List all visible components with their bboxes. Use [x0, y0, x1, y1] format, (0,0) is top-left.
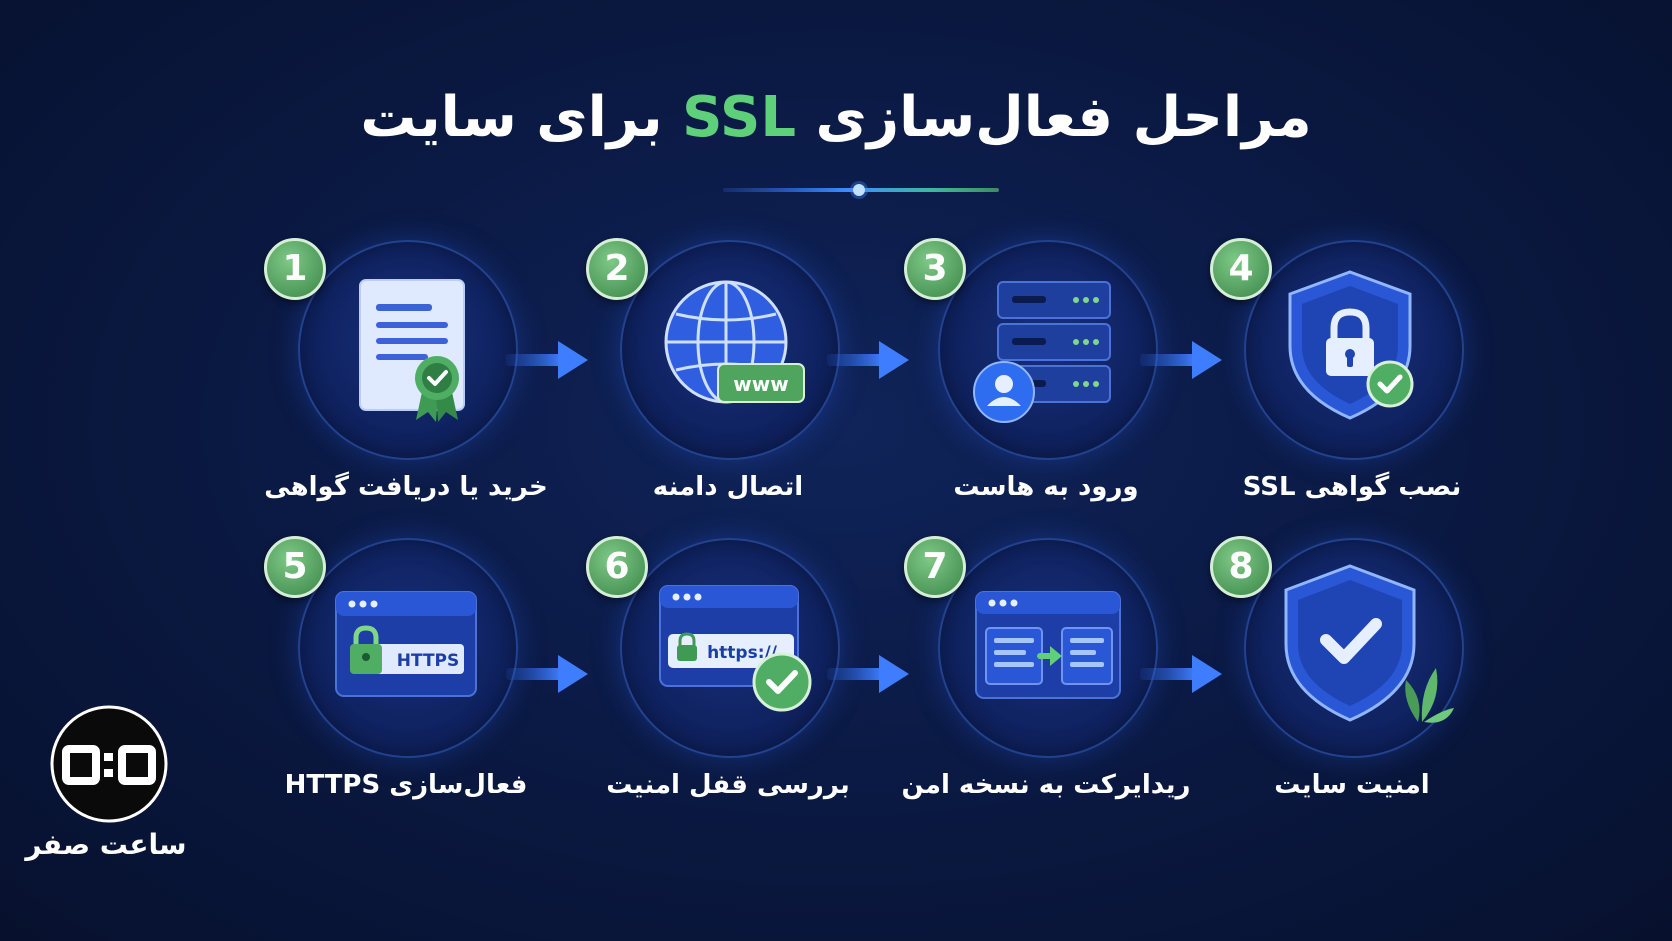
shield-check-icon: [1284, 564, 1454, 723]
title-before: مراحل فعال‌سازی: [815, 85, 1312, 150]
step-3: 3 ورود به هاست: [890, 238, 1190, 540]
step-7-circle: [938, 538, 1158, 758]
step-6-circle: https://: [620, 538, 840, 758]
step-1-number: 1: [264, 238, 326, 300]
globe-www-icon: www: [664, 280, 805, 404]
step-8-circle: [1244, 538, 1464, 758]
step-8: 8 امنیت سایت: [1196, 536, 1496, 838]
shield-lock-icon: [1288, 270, 1414, 420]
arrow-icon-6-7: [827, 655, 909, 693]
step-6: https:// 6 بررسی قفل امنیت: [572, 536, 872, 838]
step-5: HTTPS 5 فعال‌سازی HTTPS: [250, 536, 550, 838]
step-7: 7 ریدایرکت به نسخه امن: [890, 536, 1191, 838]
arrow-icon-5-6: [506, 655, 588, 693]
step-5-label: فعال‌سازی HTTPS: [284, 770, 528, 800]
step-1: 1 خرید یا دریافت گواهی: [250, 238, 550, 540]
step-7-number: 7: [904, 536, 966, 598]
server-user-icon: [973, 281, 1111, 423]
title-highlight: SSL: [682, 85, 797, 150]
step-3-number: 3: [904, 238, 966, 300]
step-8-label: امنیت سایت: [1274, 770, 1430, 800]
arrow-icon-3-4: [1140, 341, 1222, 379]
step-4: 4 نصب گواهی SSL: [1196, 238, 1496, 540]
https-text: HTTPS: [397, 651, 460, 671]
address-text: https://: [707, 643, 778, 663]
title-divider: [723, 181, 999, 199]
arrow-icon-1-2: [506, 341, 588, 379]
step-2-circle: www: [620, 240, 840, 460]
www-text: www: [733, 372, 788, 396]
title-after: برای سایت: [360, 85, 663, 150]
step-2: www 2 اتصال دامنه: [572, 238, 872, 540]
leaf-icon: [1421, 668, 1438, 722]
arrow-icon-7-8: [1140, 655, 1222, 693]
browser-address-check-icon: https://: [659, 585, 812, 712]
step-8-number: 8: [1210, 536, 1272, 598]
step-1-circle: [298, 240, 518, 460]
redirect-window-icon: [975, 591, 1121, 699]
step-4-circle: [1244, 240, 1464, 460]
step-5-number: 5: [264, 536, 326, 598]
step-4-label: نصب گواهی SSL: [1242, 472, 1462, 502]
page-title: مراحل فعال‌سازی SSL برای سایت: [0, 78, 1672, 158]
certificate-icon: [359, 279, 465, 422]
brand-name: ساعت صفر: [25, 828, 187, 861]
step-2-label: اتصال دامنه: [652, 472, 804, 502]
step-5-circle: HTTPS: [298, 538, 518, 758]
step-3-label: ورود به هاست: [953, 472, 1139, 502]
step-1-label: خرید یا دریافت گواهی: [264, 472, 548, 502]
step-6-number: 6: [586, 536, 648, 598]
arrow-icon-2-3: [827, 341, 909, 379]
step-6-label: بررسی قفل امنیت: [606, 770, 850, 800]
clock-00-logo-icon: [50, 705, 168, 823]
step-3-circle: [938, 240, 1158, 460]
step-7-label: ریدایرکت به نسخه امن: [901, 770, 1191, 800]
browser-https-icon: HTTPS: [335, 591, 477, 697]
step-2-number: 2: [586, 238, 648, 300]
step-4-number: 4: [1210, 238, 1272, 300]
